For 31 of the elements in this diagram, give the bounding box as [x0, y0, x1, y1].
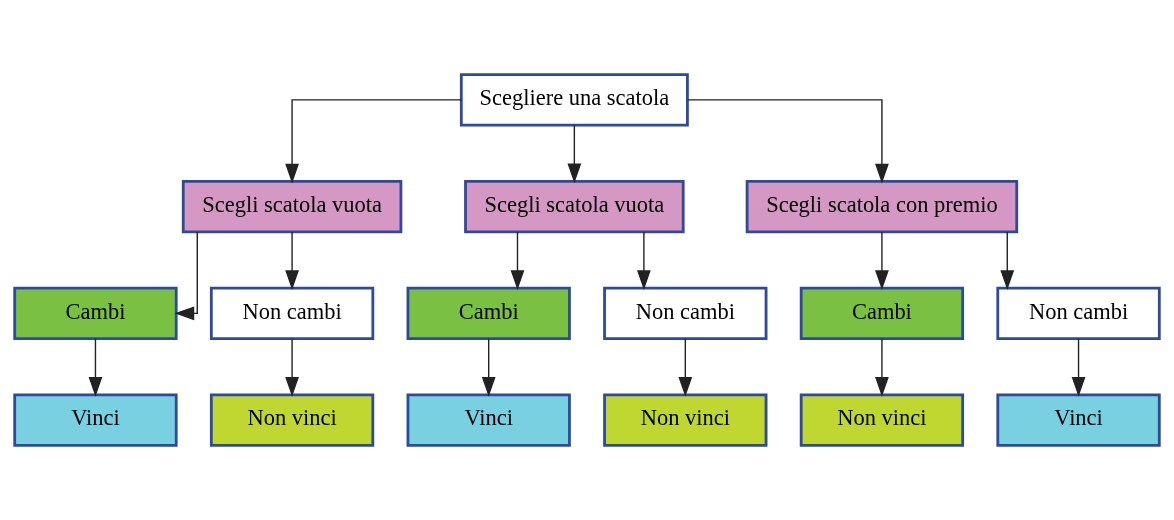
arrow: [174, 231, 198, 321]
arrow: [481, 337, 496, 397]
arrow: [637, 231, 651, 290]
arrow: [285, 231, 299, 290]
arrow: [686, 99, 889, 184]
node-box: Scegli scatola con premio: [745, 179, 1019, 234]
node-box: Non cambi: [603, 286, 768, 341]
node-box: Vinci: [13, 393, 178, 447]
node-box: Scegli scatola vuota: [181, 179, 403, 234]
arrow: [510, 231, 525, 290]
node-box: Scegli scatola vuota: [464, 179, 685, 234]
node-box: Vinci: [996, 393, 1161, 447]
arrow: [1071, 337, 1086, 397]
arrow: [567, 124, 582, 184]
node-box: Cambi: [799, 286, 965, 341]
node-box: Non vinci: [799, 393, 965, 447]
node-box: Cambi: [406, 286, 571, 341]
arrow: [88, 337, 103, 397]
arrow: [875, 337, 889, 397]
arrow: [875, 231, 889, 290]
node-box: Non cambi: [996, 286, 1161, 341]
node-box: Cambi: [13, 286, 178, 341]
arrow: [1000, 231, 1015, 290]
node-box: Non vinci: [603, 393, 768, 447]
arrow: [285, 99, 462, 184]
node-box: Non vinci: [209, 393, 375, 447]
arrow: [678, 337, 693, 397]
node-box: Non cambi: [209, 286, 375, 341]
node-box: Scegliere una scatola: [459, 73, 689, 127]
arrow: [285, 337, 299, 397]
node-box: Vinci: [406, 393, 571, 447]
